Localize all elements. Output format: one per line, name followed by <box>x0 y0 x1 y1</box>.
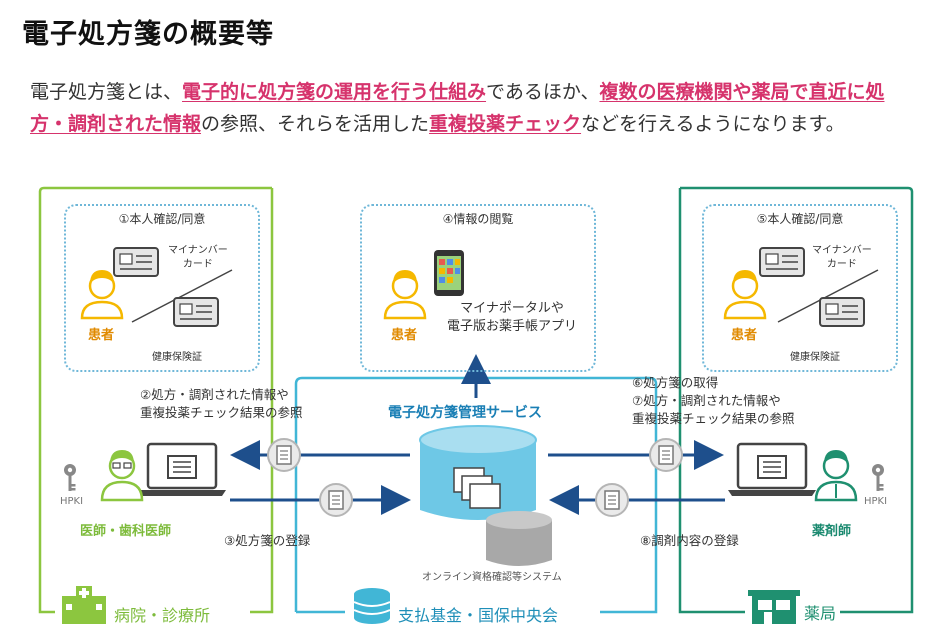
hospital-box-title: ①本人確認/同意 <box>118 212 206 226</box>
database-stack-icon <box>353 588 391 624</box>
pharmacy-box-title: ⑤本人確認/同意 <box>756 212 844 226</box>
pharmacy-building-icon <box>748 590 800 624</box>
intro-part-4: などを行えるようになります。 <box>581 113 845 135</box>
pharmacist-icon <box>814 450 858 502</box>
step-6-7-label: ⑥処方箋の取得 ⑦処方・調剤された情報や 重複投薬チェック結果の参照 <box>632 375 795 426</box>
hospital-consent-box <box>64 204 260 372</box>
smartphone-icon <box>434 250 464 296</box>
hospital-footer-label: 病院・診療所 <box>110 602 215 626</box>
doc-icon <box>649 438 683 472</box>
intro-part-3: の参照、それらを活用した <box>201 113 430 135</box>
doc-icon <box>319 483 353 517</box>
intro-highlight-3: 重複投薬チェック <box>429 113 582 135</box>
database-icon <box>419 425 537 520</box>
online-system-label: オンライン資格確認等システム <box>422 572 562 583</box>
divider <box>131 269 233 323</box>
center-frame <box>294 376 658 614</box>
key-icon <box>64 464 76 491</box>
mynumber-label: マイナンバー カード <box>812 245 872 270</box>
hospital-building-icon <box>62 586 106 624</box>
hpki-label: HPKI <box>60 496 84 507</box>
intro-part-2: であるほか、 <box>486 81 600 103</box>
online-system-icon <box>486 511 552 566</box>
key-icon <box>872 464 884 491</box>
divider <box>777 269 879 323</box>
step-3-label: ③処方箋の登録 <box>224 533 311 548</box>
pharmacy-consent-box <box>702 204 898 372</box>
doctor-icon <box>100 450 144 502</box>
app-label: マイナポータルや 電子版お薬手帳アプリ <box>446 301 577 334</box>
doctor-label: 医師・歯科医師 <box>80 524 172 539</box>
insurance-label: 健康保険証 <box>152 352 202 363</box>
step-2-label: ②処方・調剤された情報や 重複投薬チェック結果の参照 <box>140 387 303 420</box>
mynumber-label: マイナンバー カード <box>168 245 228 270</box>
intro-text: 電子処方箋とは、電子的に処方箋の運用を行う仕組みであるほか、複数の医療機関や薬局… <box>30 76 910 140</box>
hospital-frame <box>38 186 274 614</box>
patient-label: 患者 <box>391 328 418 343</box>
pharmacy-frame <box>678 186 914 614</box>
laptop-icon <box>136 442 228 498</box>
patient-label: 患者 <box>88 328 115 343</box>
center-footer-label: 支払基金・国保中央会 <box>394 602 563 626</box>
intro-highlight-1: 電子的に処方箋の運用を行う仕組み <box>182 81 487 103</box>
patient-label: 患者 <box>731 328 758 343</box>
laptop-icon <box>726 442 818 498</box>
doc-icon <box>595 483 629 517</box>
step-8-label: ⑧調剤内容の登録 <box>640 533 739 548</box>
view-box-title: ④情報の閲覧 <box>442 212 514 226</box>
intro-highlight-2: 複数の医療機関や薬局で直近に処方・調剤された情報 <box>30 81 885 135</box>
info-view-box <box>360 204 596 372</box>
service-label: 電子処方箋管理サービス <box>388 405 542 421</box>
intro-part-1: 電子処方箋とは、 <box>30 81 183 103</box>
pharmacist-label: 薬剤師 <box>812 524 852 539</box>
hpki-label: HPKI <box>864 496 888 507</box>
pharmacy-footer-label: 薬局 <box>800 600 841 624</box>
doc-icon <box>267 438 301 472</box>
page-title: 電子処方箋の概要等 <box>22 19 274 50</box>
insurance-label: 健康保険証 <box>790 352 840 363</box>
